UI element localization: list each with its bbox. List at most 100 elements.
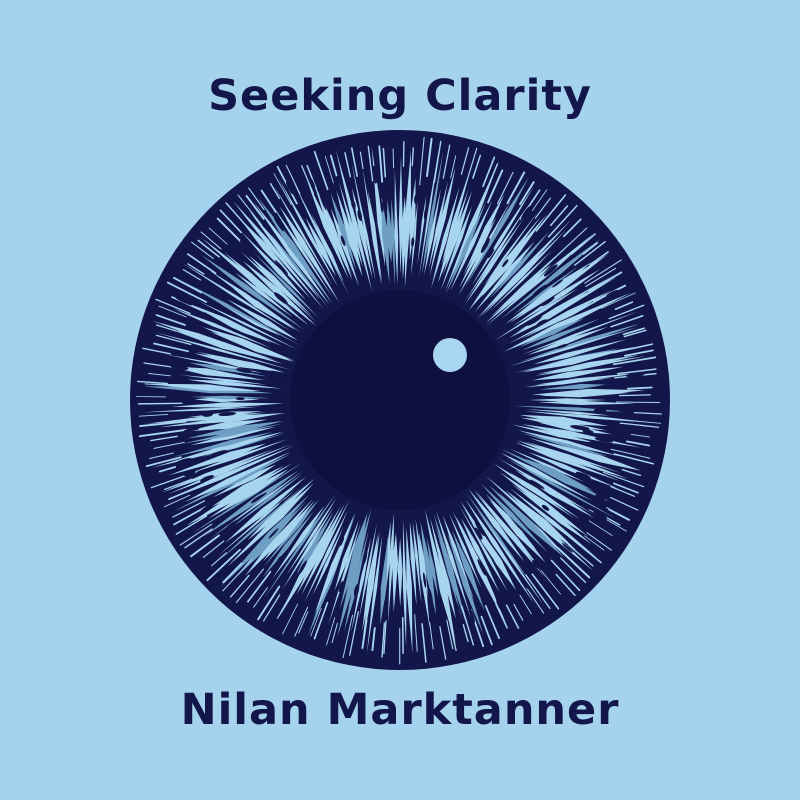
pupil: [290, 290, 510, 510]
iris-fiber: [442, 144, 451, 179]
iris-fiber: [249, 255, 312, 316]
iris-fiber: [235, 272, 293, 318]
iris-fiber: [513, 603, 524, 621]
iris-fiber: [185, 419, 268, 432]
iris-fiber: [535, 372, 646, 385]
iris-fiber: [249, 210, 320, 300]
iris-fiber: [211, 466, 284, 507]
iris-fiber: [462, 147, 478, 195]
iris-crypt: [536, 319, 548, 327]
iris-fiber: [419, 137, 425, 186]
iris-fiber: [136, 380, 169, 385]
iris-fiber: [359, 151, 364, 170]
iris-fiber: [429, 166, 456, 277]
iris-fiber: [220, 485, 305, 560]
iris-fiber: [324, 156, 334, 184]
iris-fiber: [378, 145, 384, 183]
iris-fiber: [187, 421, 284, 439]
iris-fiber: [465, 499, 535, 604]
iris-fiber: [509, 253, 609, 324]
iris-crypt: [235, 397, 245, 401]
iris-fiber: [182, 423, 283, 444]
iris-fiber: [411, 200, 418, 276]
iris-fiber: [282, 506, 334, 590]
iris-fiber: [306, 164, 318, 190]
iris-fibers: [136, 137, 662, 665]
iris-crypt: [544, 551, 552, 560]
iris-fiber: [534, 197, 551, 219]
iris-fiber: [447, 533, 484, 635]
iris-fiber: [190, 534, 220, 558]
iris-fiber: [150, 435, 179, 442]
iris-fiber: [536, 355, 639, 375]
iris-fiber: [414, 614, 418, 652]
iris-crypt: [525, 315, 542, 326]
iris-fiber: [472, 154, 482, 179]
iris-fiber: [208, 469, 289, 519]
iris-fiber: [510, 488, 598, 559]
iris-fiber: [440, 206, 472, 291]
iris-fiber: [248, 187, 265, 211]
iris-fiber: [181, 280, 300, 346]
pupil-highlight: [433, 338, 467, 372]
iris-fiber: [296, 504, 345, 595]
iris-fiber: [386, 200, 393, 263]
iris-fiber: [155, 324, 177, 332]
iris-crypt: [593, 408, 607, 413]
iris-fiber: [588, 520, 613, 536]
iris-fiber: [483, 212, 538, 286]
iris-crypt: [318, 191, 327, 211]
iris-fiber: [189, 362, 267, 377]
iris-crypt: [541, 297, 555, 307]
iris-fiber: [531, 573, 560, 610]
iris-fiber: [519, 318, 585, 348]
iris-fiber: [509, 276, 617, 338]
iris-fiber: [362, 534, 378, 632]
iris-crypt: [423, 206, 428, 220]
iris-fiber: [351, 538, 371, 633]
iris-fiber: [517, 430, 620, 457]
iris-fiber: [182, 269, 202, 281]
iris-fiber: [409, 521, 417, 606]
iris-crypt: [278, 499, 286, 506]
iris-fiber: [196, 351, 285, 373]
iris-fiber: [433, 140, 442, 184]
iris-crypt: [274, 260, 289, 275]
iris-crypt: [298, 560, 307, 575]
iris-fiber: [415, 518, 430, 628]
iris-fiber: [186, 463, 293, 526]
iris-crypt: [529, 479, 545, 489]
iris-fiber: [449, 623, 457, 652]
iris-crypt: [224, 519, 239, 531]
iris-fiber: [392, 148, 395, 169]
iris-fiber: [337, 508, 372, 637]
iris-fiber: [222, 559, 253, 592]
iris-fiber: [149, 452, 174, 460]
iris-fiber: [461, 518, 500, 593]
iris-fiber: [528, 452, 618, 489]
iris-fiber: [137, 402, 183, 405]
iris-fiber: [191, 241, 214, 260]
iris-fiber: [512, 269, 601, 327]
iris-fiber: [184, 528, 213, 549]
iris-fiber: [171, 402, 284, 408]
iris-crypt: [285, 181, 294, 195]
iris-fiber: [438, 189, 469, 283]
iris-fiber: [264, 499, 320, 567]
iris-fiber: [539, 391, 631, 398]
iris-crypt: [575, 471, 591, 480]
iris-fiber: [428, 180, 449, 270]
iris-fiber: [211, 552, 227, 567]
iris-crypt: [506, 597, 513, 607]
iris-fiber: [529, 438, 642, 471]
iris-fiber: [506, 458, 617, 520]
iris-fiber: [155, 334, 192, 346]
iris-fiber: [163, 478, 193, 491]
iris-fiber: [276, 591, 293, 619]
iris-fiber: [148, 373, 171, 377]
iris-fiber: [169, 445, 294, 500]
iris-fiber: [417, 196, 427, 265]
iris-fiber: [555, 573, 576, 597]
iris-fiber: [453, 511, 507, 626]
iris-fiber: [610, 496, 639, 511]
